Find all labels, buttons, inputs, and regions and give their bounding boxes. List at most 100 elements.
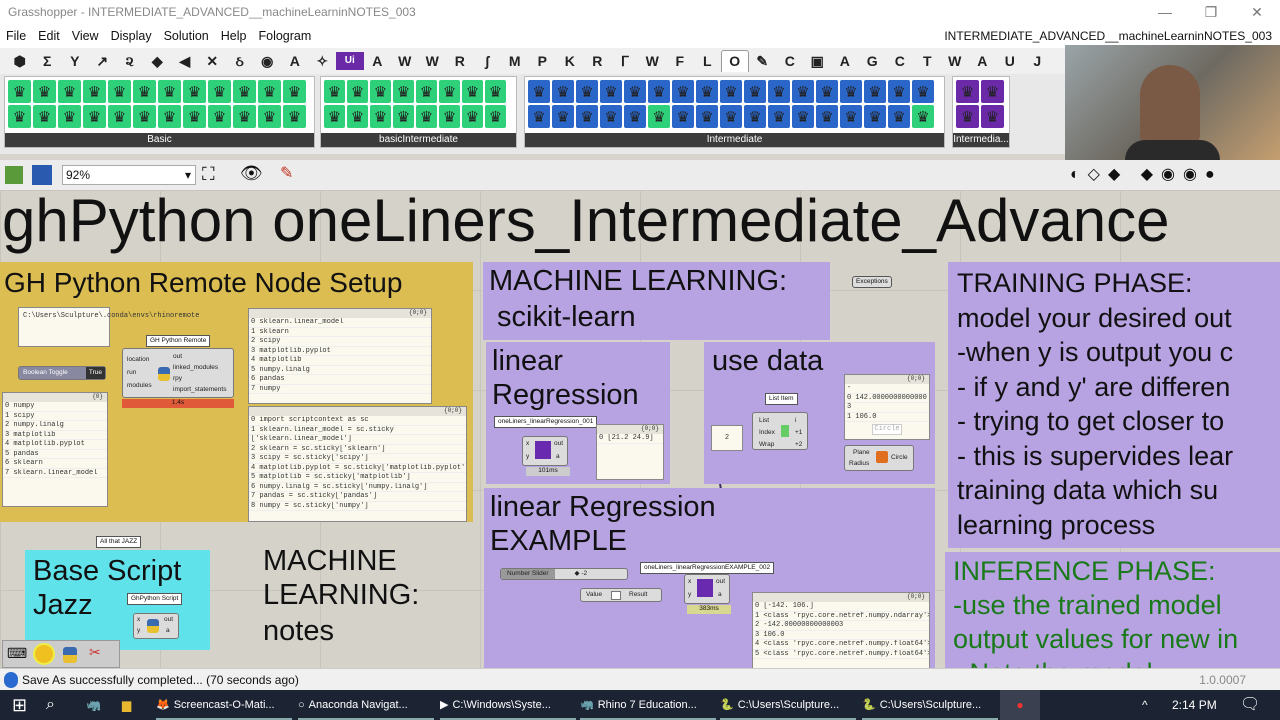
component-icon[interactable]: ♛ (528, 105, 550, 128)
windows-start-icon[interactable]: ⊞ (12, 695, 28, 715)
menu-help[interactable]: Help (220, 29, 247, 43)
component-icon[interactable]: ♛ (768, 80, 790, 103)
zoom-extents-icon[interactable]: ⛶ (202, 164, 215, 184)
display-mode-icons[interactable]: ◐◇◆ ◆◉◉● (1070, 166, 1223, 183)
tab-26[interactable]: O (721, 50, 749, 72)
component-icon[interactable]: ♛ (648, 80, 670, 103)
minimize-button[interactable]: — (1158, 4, 1172, 20)
tab-21[interactable]: R (592, 53, 603, 69)
tab-3[interactable]: ↗ (96, 52, 109, 69)
component-icon[interactable]: ♛ (816, 105, 838, 128)
tab-31[interactable]: G (866, 53, 878, 69)
component-icon[interactable]: ♛ (183, 80, 206, 103)
tab-15[interactable]: W (425, 53, 439, 69)
taskbar-item[interactable]: ▶C:\Windows\Syste... (440, 690, 576, 720)
menu-display[interactable]: Display (110, 29, 152, 43)
component-icon[interactable]: ♛ (416, 105, 437, 128)
component-icon[interactable]: ♛ (208, 80, 231, 103)
component-icon[interactable]: ♛ (792, 80, 814, 103)
component-icon[interactable]: ♛ (840, 105, 862, 128)
component-icon[interactable]: ♛ (33, 80, 56, 103)
notifications-icon[interactable]: 🗨 (1240, 696, 1261, 713)
component-icon[interactable]: ♛ (624, 105, 646, 128)
component-icon[interactable]: ♛ (108, 80, 131, 103)
component-icon[interactable]: ♛ (370, 105, 391, 128)
canvas[interactable]: ghPython oneLiners_Intermediate_Advance … (0, 190, 1280, 668)
component-icon[interactable]: ♛ (840, 80, 862, 103)
component-icon[interactable]: ♛ (347, 80, 368, 103)
component-icon[interactable]: ♛ (576, 80, 598, 103)
component-icon[interactable]: ♛ (416, 80, 437, 103)
component-icon[interactable]: ♛ (956, 105, 979, 128)
open-file-icon[interactable] (5, 166, 23, 184)
taskbar-item[interactable]: 🐍C:\Users\Sculpture... (862, 690, 998, 720)
tab-9[interactable]: ◉ (261, 52, 274, 69)
tool-icon[interactable]: ✂ (89, 644, 101, 660)
component-icon[interactable]: ♛ (768, 105, 790, 128)
component-icon[interactable]: ♛ (133, 105, 156, 128)
tab-23[interactable]: W (645, 53, 659, 69)
tab-30[interactable]: A (839, 53, 850, 69)
component-icon[interactable]: ♛ (58, 80, 81, 103)
tab-4[interactable]: ૨ (125, 52, 134, 69)
component-icon[interactable]: ♛ (981, 105, 1004, 128)
rhino-icon[interactable]: 🦏 (86, 698, 101, 712)
component-icon[interactable]: ♛ (33, 105, 56, 128)
component-icon[interactable]: ♛ (744, 80, 766, 103)
component-icon[interactable]: ♛ (744, 105, 766, 128)
component-icon[interactable]: ♛ (283, 105, 306, 128)
menu-solution[interactable]: Solution (163, 29, 209, 43)
tab-2[interactable]: Y (70, 53, 80, 69)
tab-13[interactable]: A (372, 53, 383, 69)
component-icon[interactable]: ♛ (956, 80, 979, 103)
component-icon[interactable]: ♛ (8, 105, 31, 128)
component-icon[interactable]: ♛ (439, 80, 460, 103)
component-icon[interactable]: ♛ (720, 80, 742, 103)
tab-25[interactable]: L (702, 53, 712, 69)
tab-24[interactable]: F (675, 53, 685, 69)
menu-view[interactable]: View (71, 29, 99, 43)
component-icon[interactable]: ♛ (864, 105, 886, 128)
component-icon[interactable]: ♛ (8, 80, 31, 103)
taskbar-item[interactable]: 🐍C:\Users\Sculpture... (720, 690, 856, 720)
taskbar-item[interactable]: 🦏Rhino 7 Education... (580, 690, 716, 720)
taskbar-item[interactable]: ○Anaconda Navigat... (298, 690, 434, 720)
circle-panel-button[interactable]: Circle (872, 424, 902, 435)
component-icon[interactable]: ♛ (696, 105, 718, 128)
menu-edit[interactable]: Edit (38, 29, 60, 43)
tab-34[interactable]: W (948, 53, 962, 69)
menu-fologram[interactable]: Fologram (258, 29, 312, 43)
component-icon[interactable]: ♛ (283, 80, 306, 103)
component-icon[interactable]: ♛ (888, 80, 910, 103)
tab-28[interactable]: C (784, 53, 795, 69)
component-icon[interactable]: ♛ (624, 80, 646, 103)
path-panel[interactable]: C:\Users\Sculpture\.conda\envs\rhinoremo… (18, 307, 199, 347)
slider-value[interactable]: ◆ -2 (574, 570, 588, 577)
component-icon[interactable]: ♛ (462, 80, 483, 103)
component-icon[interactable]: ♛ (600, 80, 622, 103)
component-icon[interactable]: ♛ (696, 80, 718, 103)
tab-22[interactable]: ᒥ (620, 52, 629, 69)
tab-11[interactable]: ✧ (316, 52, 329, 69)
component-icon[interactable]: ♛ (158, 80, 181, 103)
component-icon[interactable]: ♛ (552, 80, 574, 103)
example-result-panel[interactable]: {0;0}0 [-142. 106.]1 <class 'rpyc.core.n… (752, 592, 930, 668)
component-icon[interactable]: ♛ (981, 80, 1004, 103)
component-icon[interactable]: ♛ (183, 105, 206, 128)
component-icon[interactable]: ♛ (672, 80, 694, 103)
exceptions-node[interactable]: Exceptions (852, 276, 892, 288)
tab-20[interactable]: K (564, 53, 575, 69)
component-icon[interactable]: ♛ (370, 80, 391, 103)
component-icon[interactable]: ♛ (864, 80, 886, 103)
maximize-button[interactable]: ❐ (1204, 4, 1218, 20)
component-icon[interactable]: ♛ (485, 80, 506, 103)
tab-29[interactable]: ▣ (810, 52, 824, 69)
component-icon[interactable]: ♛ (393, 105, 414, 128)
component-icon[interactable]: ♛ (648, 105, 670, 128)
